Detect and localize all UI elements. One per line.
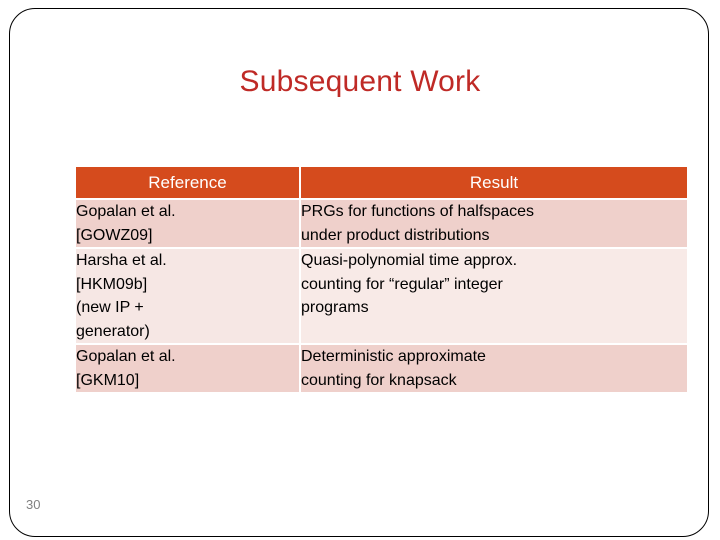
table-row: Gopalan et al. [GKM10] Deterministic app… [76, 345, 687, 392]
cell-reference: Gopalan et al. [GOWZ09] [76, 200, 299, 247]
table-header: Reference Result [76, 167, 687, 198]
reference-line: Harsha et al. [76, 252, 167, 269]
table-row: Gopalan et al. [GOWZ09] PRGs for functio… [76, 200, 687, 247]
table-header-row: Reference Result [76, 167, 687, 198]
reference-line: generator) [76, 322, 150, 340]
reference-line: (new IP + [76, 299, 144, 316]
reference-line: [GKM10] [76, 371, 140, 389]
reference-line: [GOWZ09] [76, 226, 153, 244]
page-number: 30 [26, 497, 41, 512]
reference-line: [HKM09b] [76, 275, 148, 293]
result-line: under product distributions [301, 226, 490, 244]
reference-line: Gopalan et al. [76, 348, 176, 365]
page-title: Subsequent Work [239, 65, 481, 98]
cell-reference: Harsha et al. [HKM09b] (new IP + generat… [76, 249, 299, 343]
cell-result: Quasi-polynomial time approx. counting f… [301, 249, 687, 343]
cell-result: Deterministic approximate counting for k… [301, 345, 687, 392]
subsequent-work-table: Reference Result Gopalan et al. [GOWZ09]… [74, 165, 689, 394]
table-body: Gopalan et al. [GOWZ09] PRGs for functio… [76, 200, 687, 392]
table-row: Harsha et al. [HKM09b] (new IP + generat… [76, 249, 687, 343]
result-line: Deterministic approximate [301, 348, 486, 365]
result-line: counting for “regular” integer [301, 275, 503, 293]
result-line: PRGs for functions of halfspaces [301, 203, 534, 220]
result-line: programs [301, 299, 369, 316]
column-header-result: Result [301, 167, 687, 198]
reference-line: Gopalan et al. [76, 203, 176, 220]
cell-reference: Gopalan et al. [GKM10] [76, 345, 299, 392]
result-line: counting for knapsack [301, 371, 457, 389]
column-header-reference: Reference [76, 167, 299, 198]
result-line: Quasi-polynomial time approx. [301, 252, 518, 269]
cell-result: PRGs for functions of halfspaces under p… [301, 200, 687, 247]
